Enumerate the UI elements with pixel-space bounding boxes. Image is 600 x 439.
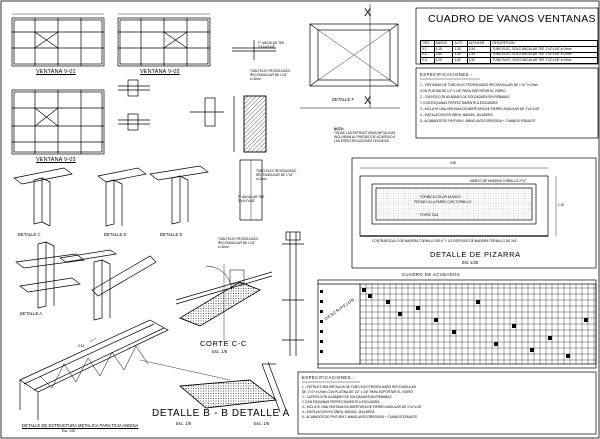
especificacion-line: CON PLATINA DE 1/2" x 1/8" PARA SOPORTAR… bbox=[420, 89, 506, 93]
detalle-a-small-bracket bbox=[261, 361, 287, 413]
ventana-v03-label: VENTANA V-03 bbox=[36, 157, 76, 163]
especificacion-line: 2.- CUENTA CON ACABADO DE SOLDADURA SIN … bbox=[302, 395, 392, 399]
cuadro-acabados-title: CUADRO DE ACABADOS bbox=[402, 272, 461, 277]
cuadro-vanos-table: TIPO ANCHO ALTO ALFEIZAR DESCRIPCION V-1… bbox=[420, 40, 598, 65]
nota-line: LAS ESPECIFICACIONES TECNICAS bbox=[334, 139, 390, 143]
tubo-label-3b: RECTANGULAR DE 1"x2" bbox=[218, 241, 256, 245]
detalle-f-label: DETALLE F bbox=[332, 97, 355, 102]
tee-section-details bbox=[118, 40, 276, 131]
angular-tee-dim-2: 2"x1/4"x1/8" bbox=[238, 199, 256, 203]
especificacion-line: 3.- INCLUYE UNA VENTANA DE ABERTURA DE F… bbox=[302, 405, 422, 409]
cell: 1.50 bbox=[466, 57, 492, 65]
nota-line: INCLUIRAN AL PINTADO DE ACUERDO A bbox=[334, 135, 396, 139]
x-mark: X bbox=[364, 95, 372, 107]
tubo-label-1: TUBO ELECTROSOLDADO bbox=[250, 69, 291, 73]
tubo-label-1c: e=2mm bbox=[250, 77, 261, 81]
detalle-c-label: DETALLE C bbox=[18, 232, 41, 237]
corte-cc-scale: Esc. 1/5 bbox=[212, 349, 228, 354]
tubo-label-2b: RECTANGULAR DE 1"x2" bbox=[256, 173, 294, 177]
pizarra-dim-top: 4.60 bbox=[450, 161, 457, 165]
especificacion-line: Y CON ESQUINAS PERFECTAMENTE A ESCUADRA bbox=[420, 101, 498, 105]
especificacion-line: 1.- ESTRUCTURA METALICA DE TUBO ELECTROS… bbox=[302, 385, 416, 389]
detalle-a-scale: Esc. 1/5 bbox=[254, 421, 270, 426]
tubo-label-2c: e=2mm bbox=[256, 177, 267, 181]
table-row: V-3 3.25 1.80 1.50 TUBO ELEC. SOLO ANGUL… bbox=[420, 57, 598, 65]
detalle-e-label: DETALLE E bbox=[160, 232, 183, 237]
detalle-vertical-column bbox=[282, 231, 304, 356]
especificacion-line: 3.- INCLUYE UNA VENTANA DE ABERTURA DE F… bbox=[420, 107, 540, 111]
tubo-label-3c: e=2mm bbox=[218, 245, 229, 249]
pizarra-bottom-label: CONTRAZOCALO DE MADERA TORNILLO DE 6" Y … bbox=[372, 239, 518, 243]
detalle-a-label: DETALLE A bbox=[20, 311, 43, 316]
pizarra-marco-label: MARCO DE MADERA TORNILLO 2"x2" bbox=[470, 179, 527, 183]
angular-tee-dim: 2"x1/4"x1/8" bbox=[258, 45, 276, 49]
corte-cc-drawing bbox=[175, 264, 273, 340]
ventana-v02-drawing bbox=[117, 13, 211, 67]
nota-line: TODAS LAS ESTRUCTURAS METALICAS bbox=[334, 131, 396, 135]
detalle-b-truss bbox=[19, 319, 277, 420]
footer-scale: Esc. 1/20 bbox=[62, 429, 76, 433]
detalle-c-drawing bbox=[13, 167, 73, 227]
detalle-d-label: DETALLE D bbox=[104, 232, 127, 237]
angular-tee-label-2: F° ANGULAR TEE bbox=[238, 195, 265, 199]
especificacion-line: 4.- INSTALACION EN OBRA, MANIJA, JALADER… bbox=[420, 113, 493, 117]
tubo-label-2: TUBO ELECTROSOLDADO bbox=[256, 169, 297, 173]
pizarra-title: DETALLE DE PIZARRA bbox=[430, 250, 521, 259]
tubo-label-1b: RECTANGULAR DE 1"x2" bbox=[250, 73, 288, 77]
cell: 3.25 bbox=[433, 57, 454, 65]
corte-cc-title: CORTE C-C bbox=[200, 339, 247, 348]
detalle-b-scale: Esc. 1/5 bbox=[176, 421, 192, 426]
especificaciones-title: ESPECIFICACIONES.- bbox=[420, 72, 473, 77]
detalle-b-title: DETALLE B - B DETALLE A bbox=[152, 408, 290, 419]
especificacion-line: 1.- VENTANAS DE TUBO ELECTROSOLDADO RECT… bbox=[420, 83, 539, 87]
pizarra-formica-label: FORMICA COLOR BLANCO bbox=[420, 195, 461, 199]
ventana-v01-label: VENTANA V-01 bbox=[36, 69, 76, 75]
detalle-diagonal-drawing bbox=[59, 249, 157, 321]
nota-title: NOTA: bbox=[334, 127, 344, 131]
ventana-v02-label: VENTANA V-02 bbox=[140, 69, 180, 75]
cell: TUBO ELEC. SOLO ANGULAR TEE 1"x2"x1/8" e… bbox=[490, 57, 598, 65]
especificacion-line: 5.- ACABADOS DE PINTURA 1 MANO ANTICORRO… bbox=[302, 415, 418, 419]
ventana-v03-drawing bbox=[11, 89, 105, 155]
cell: 1.80 bbox=[452, 57, 468, 65]
detalle-a-drawing bbox=[15, 241, 85, 309]
especificacion-line: 4.- INSTALACION EN OBRA, MANIJA, JALADER… bbox=[302, 410, 375, 414]
x-mark: X bbox=[364, 7, 372, 19]
detalle-b-dim: 3.43 bbox=[78, 344, 85, 348]
pizarra-dim-right: 1.20 bbox=[558, 203, 565, 207]
especificacion-line: 5.- ACABADOS DE PINTURA 1 MANO ANTICORRO… bbox=[420, 119, 536, 123]
especificaciones-2-title: ESPECIFICACIONES.- bbox=[302, 375, 355, 380]
especificacion-line: 2.- CUENTA CON ACABADO DE SOLDADURA SIN … bbox=[420, 95, 510, 99]
cuadro-vanos-title: CUADRO DE VANOS VENTANAS bbox=[428, 13, 596, 25]
tubo-label-3: TUBO ELECTROSOLDADO bbox=[218, 237, 259, 241]
pizarra-scale: Esc 1/25 bbox=[462, 260, 479, 265]
angular-tee-label: F° ANGULAR TEE bbox=[258, 41, 285, 45]
especificacion-line: DE 1"x2" e=2mm CON PLATINA DE 1/2" x 1/8… bbox=[302, 390, 413, 394]
detalle-e-drawing bbox=[149, 165, 209, 225]
pizarra-drawing bbox=[359, 167, 557, 237]
pizarra-pegada-label: PEGADO A LA PARED CON TORNILLO bbox=[414, 200, 472, 204]
ventana-v01-drawing bbox=[11, 13, 105, 67]
pizarra-portatiza-label: PORTA TIZA bbox=[420, 213, 439, 217]
detalle-f-drawing bbox=[300, 4, 400, 109]
acabados-marks bbox=[320, 288, 588, 358]
detalle-d-drawing bbox=[97, 167, 147, 227]
cuadro-acabados-grid bbox=[317, 279, 597, 369]
cell: V-3 bbox=[420, 57, 435, 65]
especificacion-line: Y CON ESQUINAS PERFECTAMENTE A ESCUADRA bbox=[302, 400, 380, 404]
footer-caption: DETALLE DE ESTRUCTURA METALICA PARA TEJA… bbox=[22, 423, 139, 428]
